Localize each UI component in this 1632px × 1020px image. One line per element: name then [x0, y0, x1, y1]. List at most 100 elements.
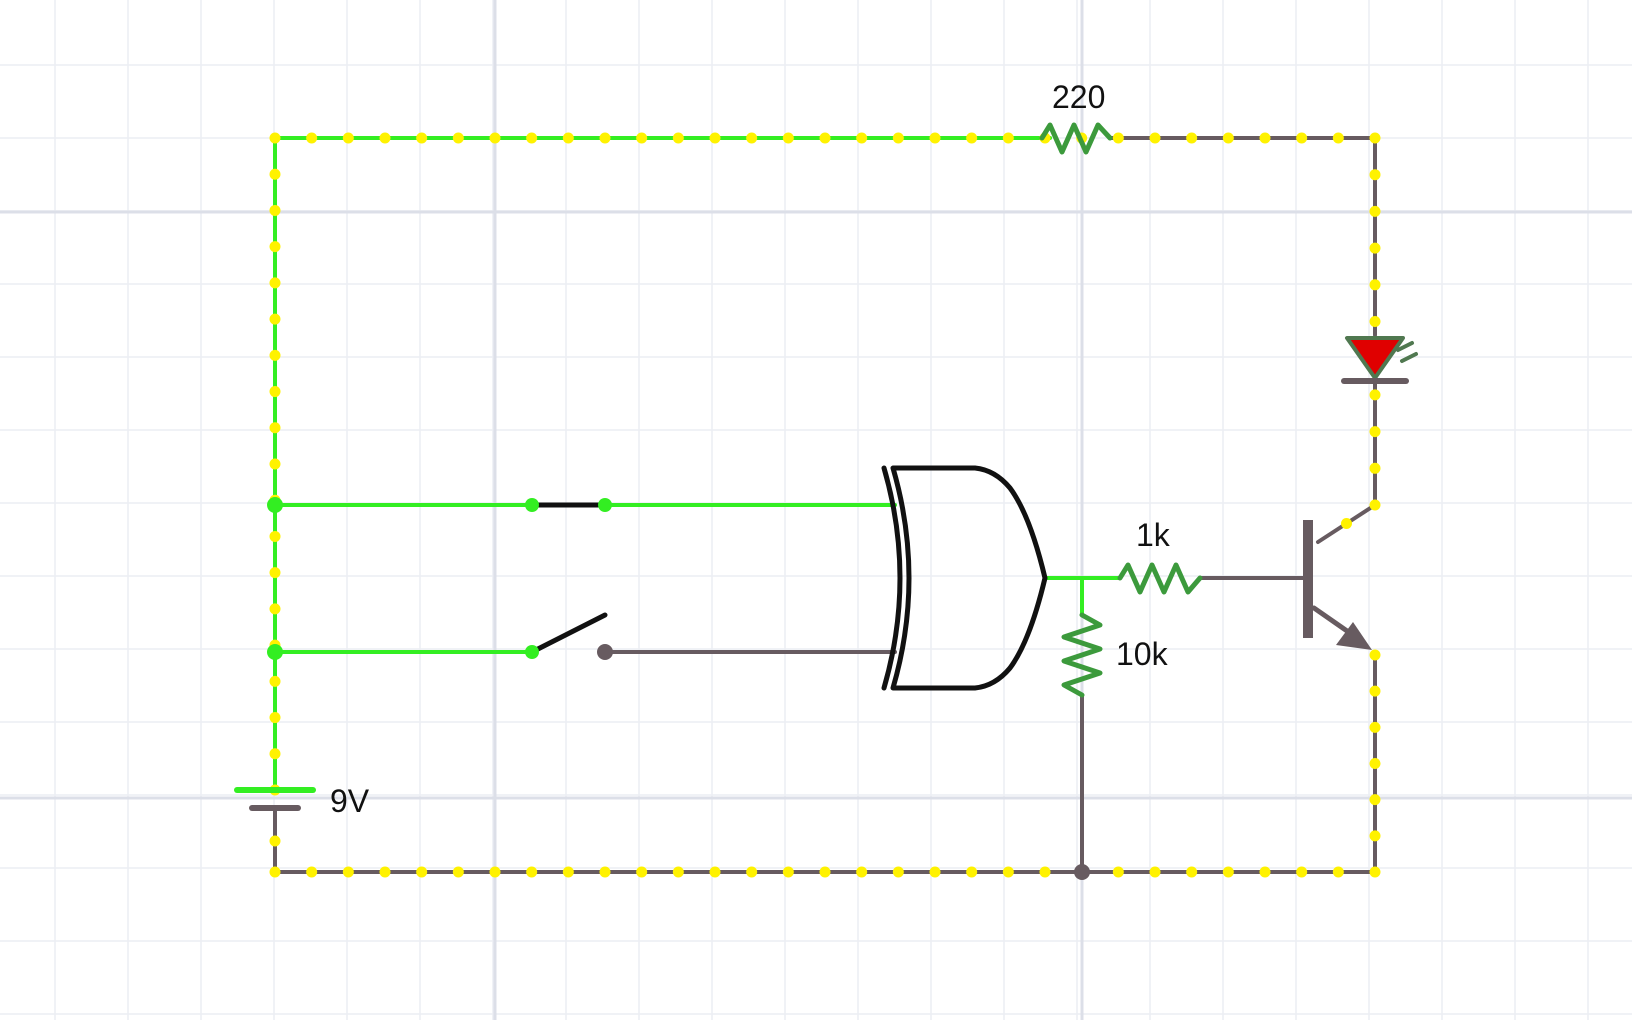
current-dot [599, 132, 611, 144]
current-dot [452, 866, 464, 878]
current-dot [269, 132, 281, 144]
current-dot [1341, 518, 1352, 529]
resistor-10k[interactable] [1061, 612, 1103, 698]
current-dot [1259, 132, 1271, 144]
current-dot [1369, 462, 1381, 474]
current-dot [269, 603, 281, 615]
current-dot [1332, 866, 1344, 878]
current-dot [929, 866, 941, 878]
current-dot [306, 866, 318, 878]
current-dot [269, 458, 281, 470]
switch-closed[interactable] [525, 498, 612, 512]
current-dot [269, 675, 281, 687]
current-dot [1369, 279, 1381, 291]
current-dot [1369, 685, 1381, 697]
current-dot [269, 866, 281, 878]
current-dot [746, 866, 758, 878]
resistor-1k-label: 1k [1136, 517, 1171, 553]
current-dot [1112, 866, 1124, 878]
current-dot [819, 866, 831, 878]
current-dot [269, 567, 281, 579]
current-dot [1149, 132, 1161, 144]
current-dot [269, 386, 281, 398]
junction-node[interactable] [267, 644, 283, 660]
current-dot [269, 530, 281, 542]
current-dot [1296, 866, 1308, 878]
wires [273, 136, 1377, 874]
current-dot [1369, 205, 1381, 217]
current-dot [342, 866, 354, 878]
led[interactable] [1341, 336, 1418, 384]
current-dot [636, 866, 648, 878]
current-dot [1296, 132, 1308, 144]
current-dot [1369, 794, 1381, 806]
current-dot [1039, 866, 1051, 878]
current-dot [1369, 866, 1381, 878]
current-dot [1332, 132, 1344, 144]
current-dot [452, 132, 464, 144]
current-dot [1186, 866, 1198, 878]
resistor-10k-label: 10k [1116, 636, 1169, 672]
current-dot [1369, 242, 1381, 254]
xor-gate[interactable] [881, 465, 1048, 691]
current-dot [269, 712, 281, 724]
current-dot [1222, 132, 1234, 144]
resistor-220-label: 220 [1052, 79, 1105, 115]
resistor-220[interactable] [1039, 122, 1113, 155]
current-dot [1369, 426, 1381, 438]
current-dot [562, 132, 574, 144]
current-dot [1186, 132, 1198, 144]
current-dot [1369, 721, 1381, 733]
current-dot [379, 132, 391, 144]
current-dot [856, 132, 868, 144]
current-dot [966, 132, 978, 144]
current-dot [269, 835, 281, 847]
current-dot [342, 132, 354, 144]
current-dot [526, 866, 538, 878]
junction-node[interactable] [1074, 864, 1090, 880]
battery-9v[interactable] [234, 787, 316, 811]
wire-emitter-ground[interactable] [273, 653, 1377, 874]
current-dot [966, 866, 978, 878]
current-dot [526, 132, 538, 144]
current-dot [489, 866, 501, 878]
current-dot [709, 866, 721, 878]
current-dot [782, 132, 794, 144]
resistor-1k[interactable] [1117, 562, 1203, 595]
current-dot [1259, 866, 1271, 878]
current-dot [416, 866, 428, 878]
current-dot [672, 132, 684, 144]
current-dot [269, 422, 281, 434]
junction-node[interactable] [267, 497, 283, 513]
current-dot [1369, 132, 1381, 144]
current-dot [1369, 649, 1381, 661]
current-dot [1369, 389, 1381, 401]
current-dot [1112, 132, 1124, 144]
junctions [267, 497, 1090, 880]
wire-gate-out[interactable] [1043, 576, 1122, 617]
current-dot [1369, 499, 1381, 511]
current-dot [489, 132, 501, 144]
current-dot [599, 866, 611, 878]
current-dot [416, 132, 428, 144]
current-dot [269, 748, 281, 760]
current-dot [1222, 866, 1234, 878]
current-dot [1369, 169, 1381, 181]
current-dot [306, 132, 318, 144]
npn-transistor[interactable] [1303, 520, 1372, 650]
current-dot [1369, 316, 1381, 327]
current-dot [782, 866, 794, 878]
current-dot [1369, 830, 1381, 842]
current-dot [819, 132, 831, 144]
switch-open[interactable] [525, 612, 613, 660]
current-dot [1369, 758, 1381, 769]
current-dot [892, 132, 904, 144]
current-dot [1149, 866, 1161, 878]
current-dot [269, 277, 281, 289]
current-dot [562, 866, 574, 878]
current-dot [929, 132, 941, 144]
current-dot [672, 866, 684, 878]
current-dot [1002, 866, 1014, 878]
